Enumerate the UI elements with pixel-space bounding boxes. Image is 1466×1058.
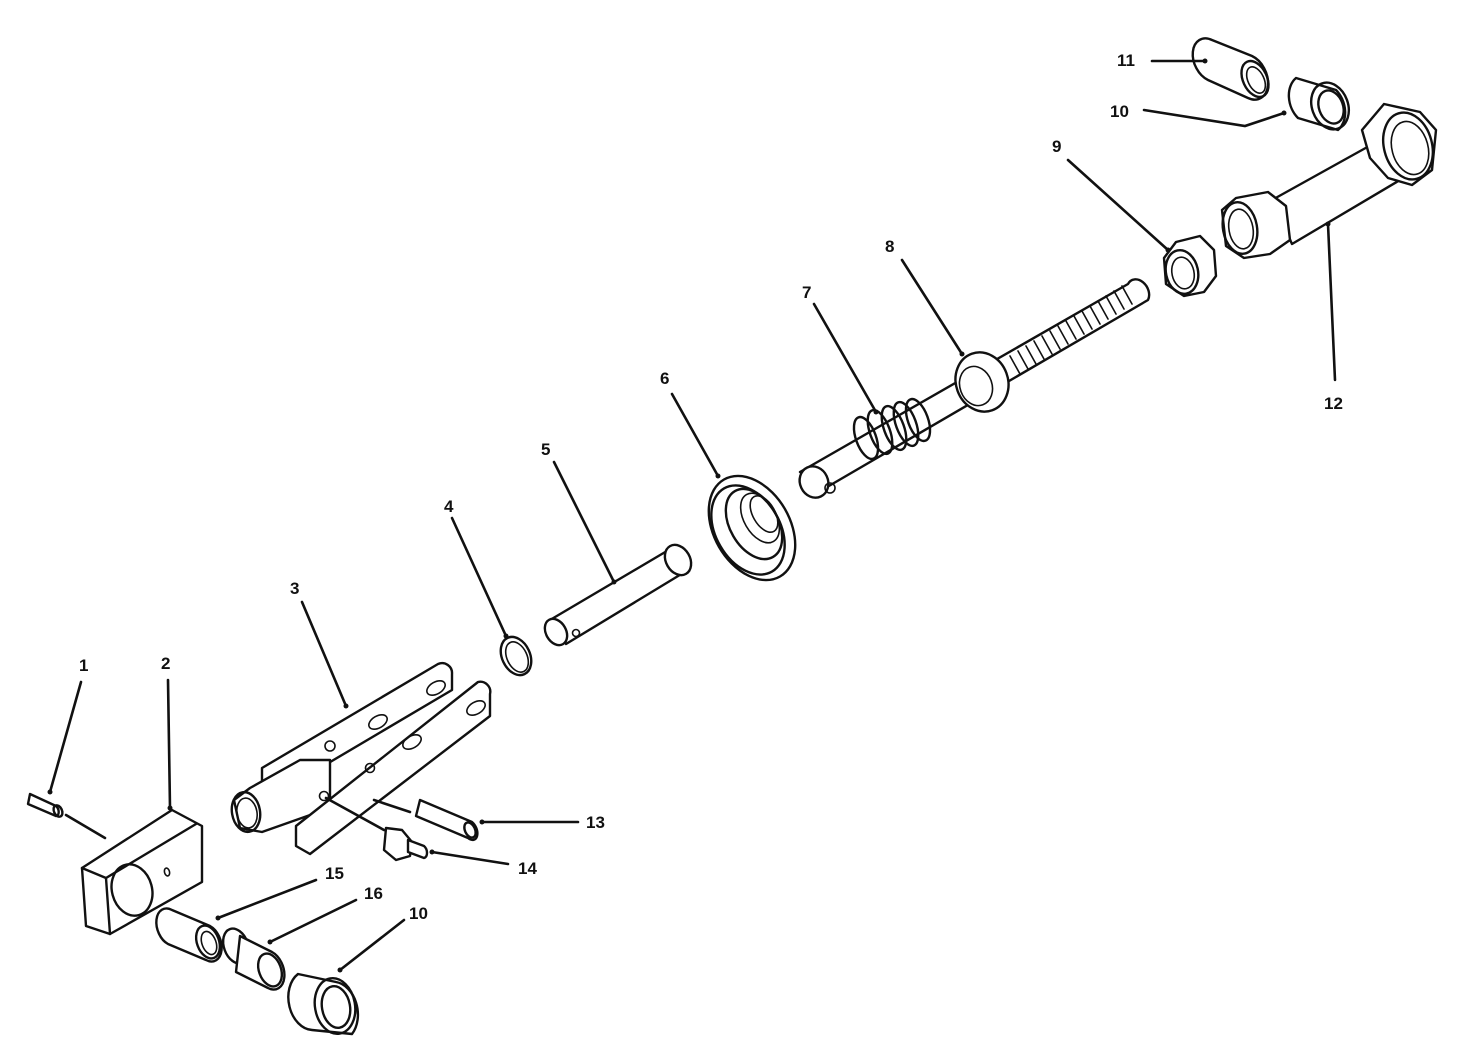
part-13-roll-pin bbox=[414, 798, 479, 842]
callout-7: 7 bbox=[802, 283, 812, 302]
callout-12: 12 bbox=[1324, 394, 1343, 413]
part-8-threaded-rod bbox=[798, 278, 1151, 499]
part-10-bushing-upper bbox=[1287, 76, 1351, 132]
callout-4: 4 bbox=[444, 497, 454, 516]
part-2-end-block bbox=[80, 808, 204, 936]
part-10-bushing-lower bbox=[287, 972, 360, 1036]
callout-16: 16 bbox=[364, 884, 383, 903]
callout-3: 3 bbox=[290, 579, 300, 598]
callout-9: 9 bbox=[1052, 137, 1062, 156]
part-11-sleeve bbox=[1191, 37, 1270, 101]
part-1-small-pin bbox=[26, 792, 64, 818]
part-6-spring-cup bbox=[707, 474, 797, 582]
part-14-grease-fitting bbox=[382, 826, 429, 862]
part-7-spring bbox=[852, 397, 932, 461]
callout-1: 1 bbox=[79, 656, 89, 675]
callout-15: 15 bbox=[325, 864, 344, 883]
part-5-headed-pin bbox=[543, 543, 693, 647]
part-9-hex-nut bbox=[1162, 234, 1218, 298]
callout-10-lower: 10 bbox=[409, 904, 428, 923]
callout-11: 11 bbox=[1117, 51, 1135, 70]
part-15-sleeve bbox=[155, 907, 223, 963]
part-3-clevis-bracket bbox=[230, 662, 492, 856]
part-12-tube-link bbox=[1220, 102, 1438, 260]
callout-2: 2 bbox=[161, 654, 171, 673]
part-4-retaining-ring bbox=[499, 635, 533, 677]
callout-10-upper: 10 bbox=[1110, 102, 1129, 121]
callout-8: 8 bbox=[885, 237, 895, 256]
callout-5: 5 bbox=[541, 440, 551, 459]
callout-13: 13 bbox=[586, 813, 605, 832]
callout-6: 6 bbox=[660, 369, 670, 388]
callout-14: 14 bbox=[518, 859, 537, 878]
part-16-flanged-bushing bbox=[221, 927, 286, 991]
